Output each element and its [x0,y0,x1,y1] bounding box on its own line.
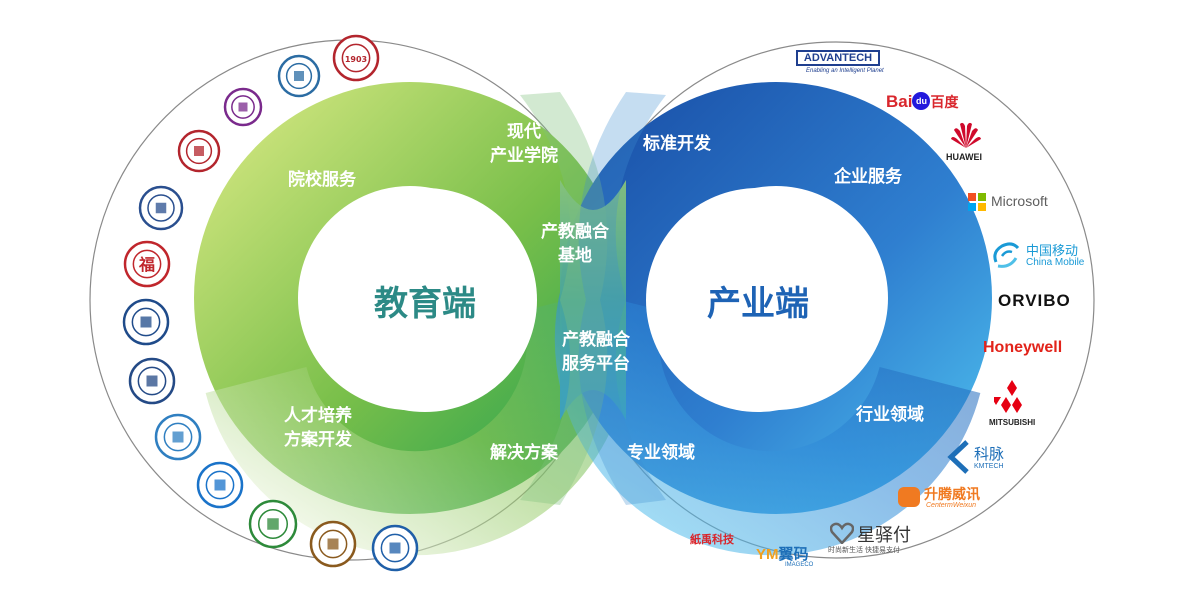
orvibo-logo: ORVIBO [998,291,1071,310]
label-standard-dev: 标准开发 [643,134,711,154]
label-integration-base: 产教融合 基地 [541,220,609,268]
centerm-cloud-icon [898,487,920,507]
university-blue-seal-icon [138,185,184,231]
university-1903-seal-icon: 1903 [332,34,380,82]
university-red-gate-seal-icon [177,129,221,173]
ind-core-circle [646,188,870,412]
label-talent-line2: 方案开发 [284,430,352,450]
china-mobile-cn: 中国移动 [1026,243,1079,258]
label-modern-line1: 现代 [507,122,541,142]
baidu-paw-icon: du [912,92,931,110]
edu-core-circle [313,188,537,412]
microsoft-squares-icon [968,193,986,211]
seal-year: 1903 [345,55,367,64]
yimai-sub: IMAGECO [785,562,814,568]
label-base-line1: 产教融合 [541,222,609,242]
label-professional-field: 专业领域 [627,443,695,463]
college-swoosh-seal-icon [154,413,202,461]
label-talent-line1: 人才培养 [284,406,352,426]
yimai-cn: 翼码 [778,546,809,563]
yimai-latin: YM [756,546,779,563]
label-service-platform: 产教融合 服务平台 [562,328,630,376]
xingyifu-slogan: 时尚新生活 快捷易支付 [828,547,900,554]
label-modern-college: 现代 产业学院 [490,120,558,168]
university-fu-seal-icon: 福 [123,240,171,288]
label-talent-training: 人才培养 方案开发 [284,404,352,452]
baidu-cn: 百度 [930,94,959,110]
china-mobile-en: China Mobile [1026,257,1085,268]
xingyifu-heart-icon [830,522,854,544]
college-gold-seal-icon [309,520,357,568]
advantech-slogan: Enabling an Intelligent Planet [806,68,884,74]
honeywell-logo: Honeywell [983,339,1063,356]
zhiyu-logo: 紙禹科技 [690,534,734,546]
centerm-en: CentermWeixun [926,502,977,509]
label-solutions: 解决方案 [490,443,558,463]
college-square-seal-icon [128,357,176,405]
label-enterprise-services: 企业服务 [834,167,902,187]
label-modern-line2: 产业学院 [490,146,558,166]
kemai-en: KMTECH [974,463,1004,470]
kemai-bracket-icon [947,440,969,474]
label-industry-field: 行业领域 [856,405,924,425]
college-red-blue-swirl-icon [196,461,244,509]
advantech-logo: ADVANTECH [796,50,880,66]
seal-glyph: 福 [138,255,155,274]
huawei-petal-icon [951,122,981,148]
college-gear-seal-icon [371,524,419,572]
college-dragon-seal-icon [248,499,298,549]
microsoft-name: Microsoft [991,193,1048,209]
university-logo-column: 1903 福 [122,34,419,572]
kemai-cn: 科脉 [974,446,1005,463]
label-base-line2: 基地 [558,246,592,266]
university-pagoda-seal-icon [223,87,263,127]
university-tower-seal-icon [277,54,321,98]
baidu-latin: Bai [886,92,913,111]
industry-core-title: 产业端 [707,284,809,324]
xingyifu-cn: 星驿付 [857,525,911,545]
education-core-title: 教育端 [374,284,476,324]
mitsubishi-name: MITSUBISHI [989,418,1036,427]
label-platform-line1: 产教融合 [562,330,630,350]
mitsubishi-diamonds-icon [994,380,1022,413]
label-platform-line2: 服务平台 [562,354,630,374]
huawei-name: HUAWEI [946,152,982,162]
centerm-cn: 升腾威讯 [924,486,980,502]
university-navy-seal-icon [122,298,170,346]
center-overlap [560,180,626,420]
china-mobile-swirl-icon [993,242,1020,268]
label-school-services: 院校服务 [288,170,356,190]
yimai-logo: YM翼码 [756,543,809,564]
